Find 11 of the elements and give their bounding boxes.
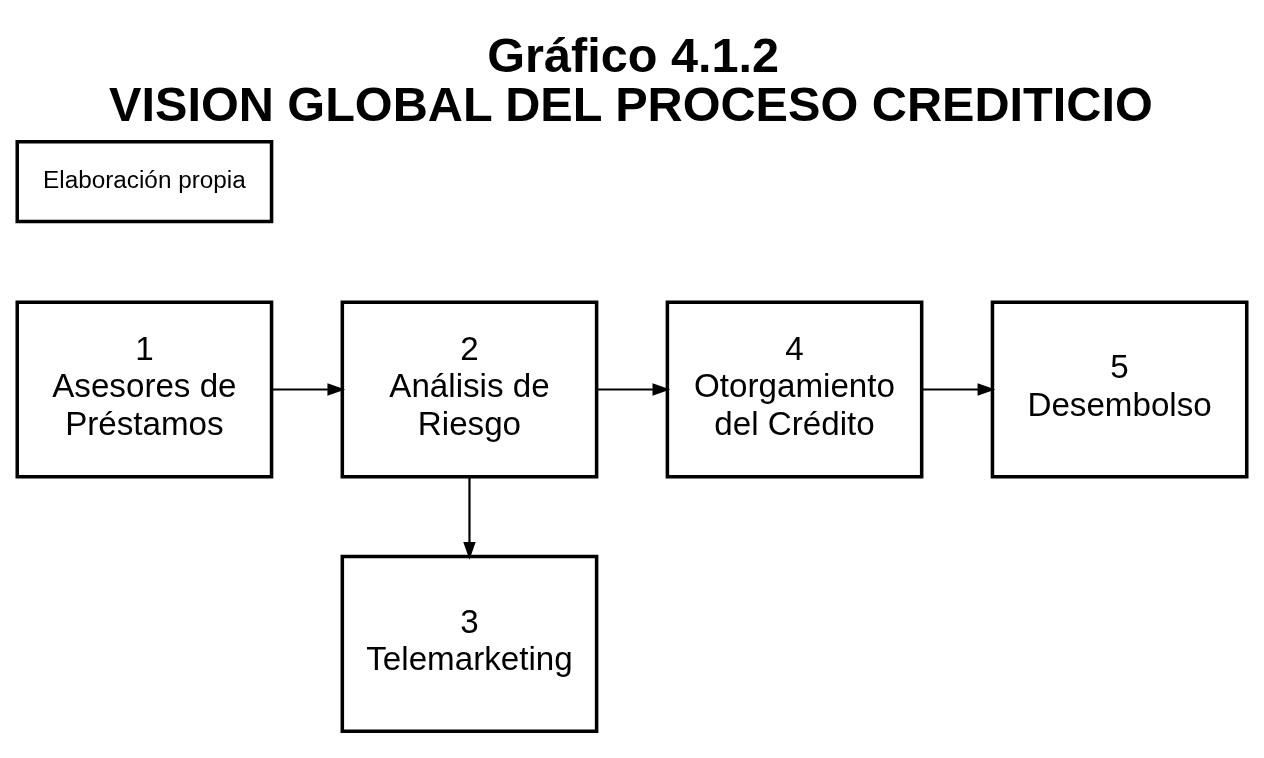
node-box: 5 Desembolso bbox=[990, 300, 1249, 479]
node-box: 1 Asesores de Préstamos bbox=[15, 300, 274, 479]
arrow bbox=[272, 383, 346, 396]
arrow bbox=[597, 383, 671, 396]
node-box: 3 Telemarketing bbox=[340, 554, 599, 733]
node-box: Elaboración propia bbox=[15, 140, 274, 224]
diagram-title: Gráfico 4.1.2 VISION GLOBAL DEL PROCESO CREDITICIO bbox=[109, 28, 1153, 132]
arrow bbox=[922, 383, 996, 396]
arrow bbox=[463, 476, 476, 560]
node-box: 2 Análisis de Riesgo bbox=[340, 300, 599, 479]
node-box: 4 Otorgamiento del Crédito bbox=[665, 300, 924, 479]
